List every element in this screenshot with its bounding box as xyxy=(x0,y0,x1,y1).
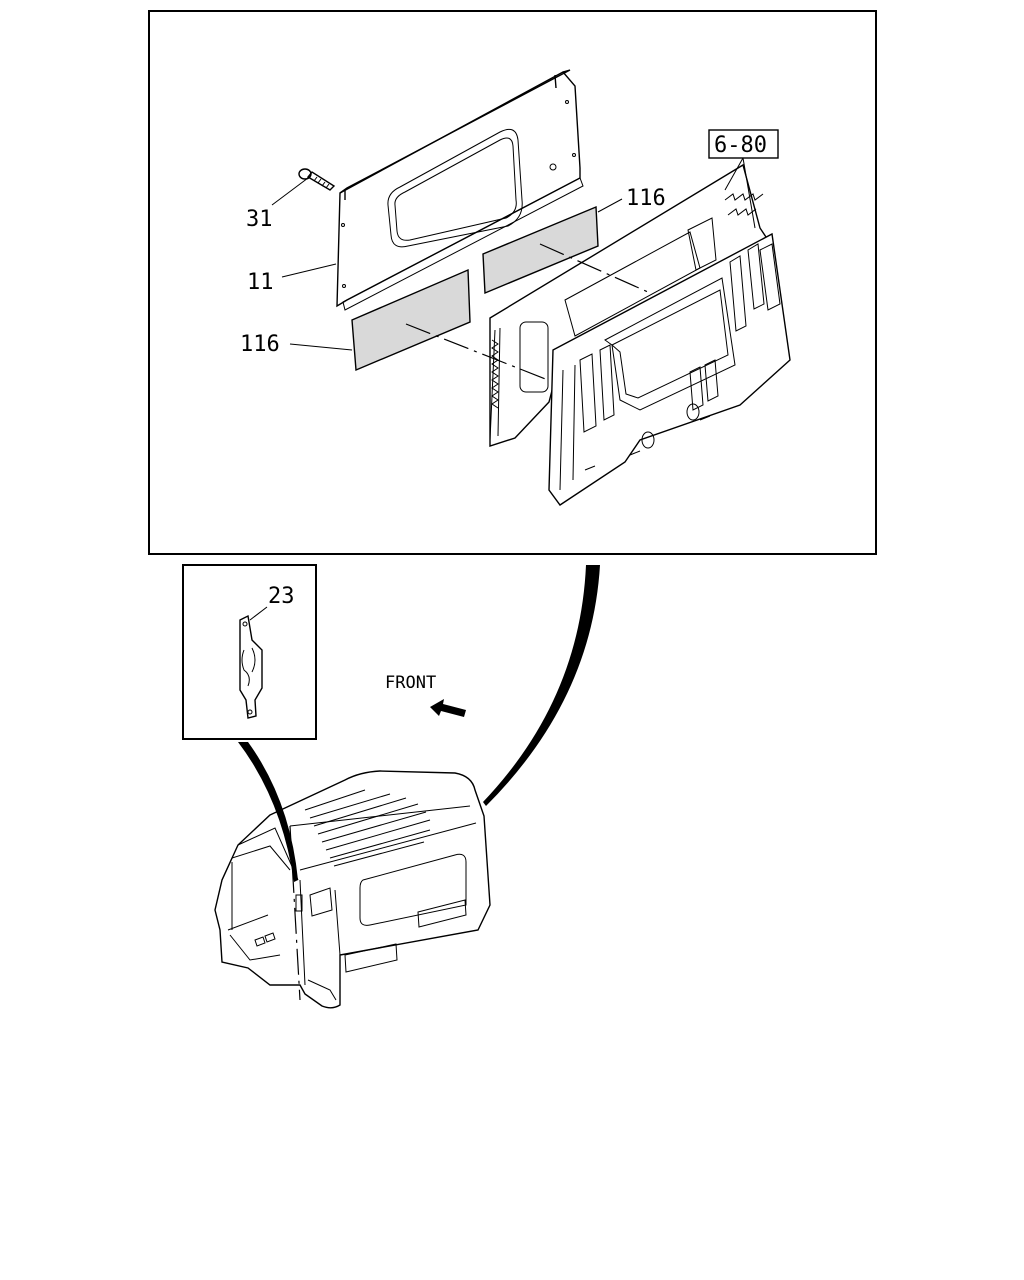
front-arrow-icon xyxy=(430,699,466,717)
callout-116-upper: 116 xyxy=(626,186,666,211)
ref-box-frame xyxy=(708,129,779,159)
leader-116-upper xyxy=(597,198,623,213)
ref-box-label: 6-80 xyxy=(714,133,767,158)
leader-11 xyxy=(281,263,337,278)
front-label: FRONT xyxy=(385,673,436,693)
connector-curve-right xyxy=(483,565,600,806)
leader-116-lower xyxy=(289,343,353,351)
callout-23: 23 xyxy=(268,584,295,609)
callout-31: 31 xyxy=(246,207,273,232)
pad-116-lower xyxy=(351,268,471,372)
callout-116-lower: 116 xyxy=(240,332,280,357)
rear-panel-inner xyxy=(548,232,791,506)
inset-frame xyxy=(182,564,317,740)
leader-23 xyxy=(249,606,268,621)
alignment-line xyxy=(405,323,549,381)
leader-6-80 xyxy=(724,157,756,229)
connector-curve-left xyxy=(238,742,298,882)
trim-panel-11 xyxy=(336,69,584,311)
alignment-line xyxy=(539,243,649,293)
screw-31 xyxy=(298,168,336,191)
leader-31 xyxy=(271,177,309,206)
clip-23 xyxy=(239,614,263,719)
cab-overview xyxy=(214,770,491,1009)
callout-11: 11 xyxy=(247,270,274,295)
detail-frame xyxy=(148,10,877,555)
pad-116-upper xyxy=(482,205,599,295)
